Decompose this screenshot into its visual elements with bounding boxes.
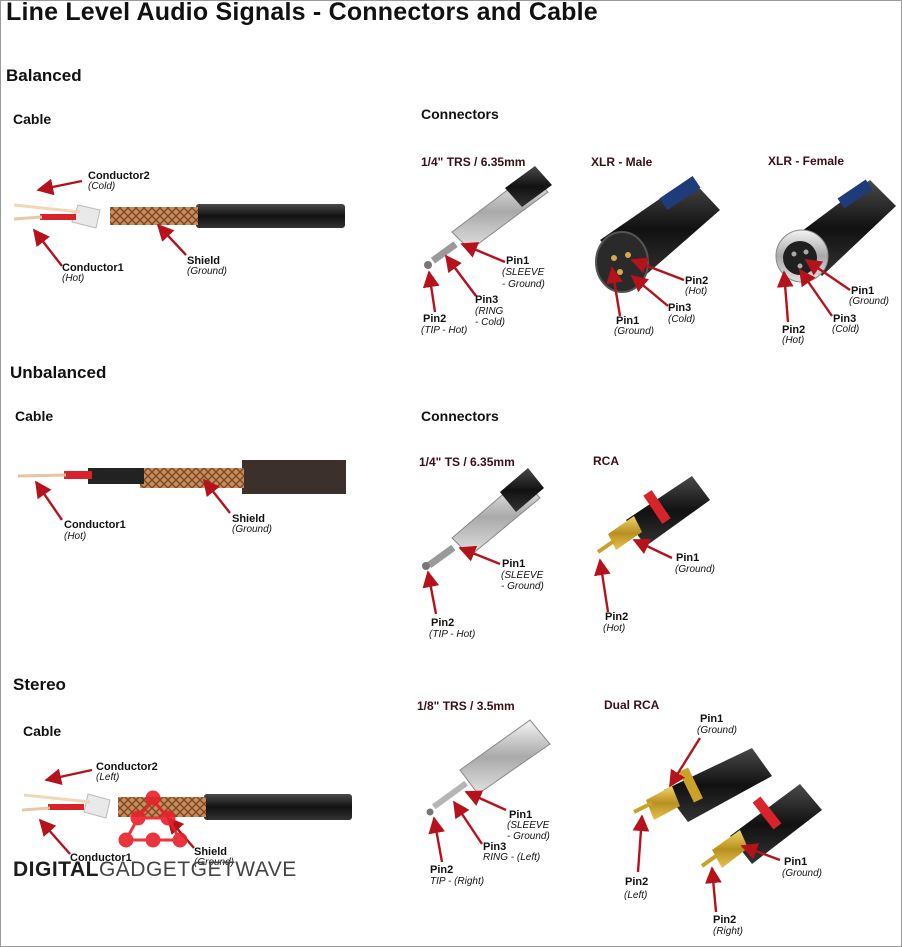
note-hot: (Hot)	[685, 286, 708, 297]
ts-635-arrows	[422, 545, 501, 615]
label-pin1: Pin1	[502, 558, 526, 570]
balanced-cable	[13, 203, 345, 229]
note-cold: (Cold)	[668, 314, 696, 325]
section-balanced: Balanced	[6, 66, 82, 85]
rca-arrows	[593, 538, 673, 613]
note-ground: (Ground)	[194, 857, 235, 868]
note-ground: (Ground)	[849, 296, 890, 307]
note-left: (Left)	[96, 772, 120, 783]
title-trs-635: 1/4" TRS / 6.35mm	[421, 155, 526, 169]
label-pin3: Pin3	[475, 294, 499, 306]
note-tip-hot: (TIP - Hot)	[421, 325, 468, 336]
ts-635-connector	[422, 468, 544, 570]
note-sleeve: (SLEEVE	[501, 570, 544, 581]
trs-635-connector	[424, 166, 552, 269]
label-pin2: Pin2	[430, 864, 454, 876]
note-hot: (Hot)	[782, 335, 805, 346]
note-ground: (Ground)	[232, 524, 273, 535]
note-tip-hot: (TIP - Hot)	[429, 629, 476, 640]
stereo-cable	[21, 793, 352, 820]
note-ring-cold: - Cold)	[475, 317, 506, 328]
label-pin1: Pin1	[700, 713, 724, 725]
label-conductor1: Conductor1	[70, 852, 132, 864]
note-sleeve-ground: - Ground)	[502, 279, 545, 290]
label-pin1: Pin1	[676, 552, 700, 564]
note-ground: (Ground)	[697, 725, 738, 736]
label-shield: Shield	[187, 255, 221, 267]
label-conductor2: Conductor2	[96, 761, 158, 773]
note-cold: (Cold)	[832, 324, 860, 335]
label-pin3: Pin3	[483, 841, 507, 853]
label-pin3: Pin3	[833, 313, 857, 325]
note-sleeve-ground: - Ground)	[501, 581, 544, 592]
note-cold: (Cold)	[88, 181, 116, 192]
label-pin1: Pin1	[784, 856, 808, 868]
title-xlr-male: XLR - Male	[591, 155, 653, 169]
label-pin2: Pin2	[605, 611, 629, 623]
label-pin2: Pin2	[782, 324, 806, 336]
label-shield: Shield	[232, 513, 266, 525]
title-trs-35: 1/8" TRS / 3.5mm	[417, 699, 515, 713]
label-pin3: Pin3	[668, 302, 692, 314]
watermark: DIGITALGADGETGETWAVE	[13, 858, 297, 882]
label-pin1: Pin1	[506, 255, 530, 267]
title-ts-635: 1/4" TS / 6.35mm	[419, 455, 515, 469]
note-ground: (Ground)	[187, 266, 228, 277]
note-ground: (Ground)	[614, 326, 655, 337]
watermark-logo-icon	[118, 790, 188, 848]
rca-connector	[596, 476, 710, 554]
xlr-male-arrows	[606, 257, 685, 317]
title-dual-rca: Dual RCA	[604, 698, 660, 712]
note-ground: (Ground)	[782, 868, 823, 879]
unbalanced-connectors-heading: Connectors	[421, 408, 499, 424]
balanced-cable-arrows	[32, 178, 187, 267]
label-conductor2: Conductor2	[88, 170, 150, 182]
note-hot: (Hot)	[64, 531, 87, 542]
note-ring: (RING	[475, 306, 504, 317]
trs-35-arrows	[428, 790, 507, 863]
trs-35-connector	[426, 719, 551, 816]
unbalanced-cable	[17, 460, 346, 494]
unbalanced-cable-arrows	[35, 478, 231, 521]
note-hot: (Hot)	[62, 273, 85, 284]
label-conductor1: Conductor1	[62, 262, 124, 274]
watermark-thin: GADGETGETWAVE	[98, 858, 297, 881]
note-sleeve: (SLEEVE	[502, 267, 545, 278]
balanced-connectors-heading: Connectors	[421, 106, 499, 122]
trs-635-arrows	[422, 242, 506, 313]
label-pin2: Pin2	[625, 876, 649, 888]
label-pin1: Pin1	[851, 285, 875, 297]
label-pin2: Pin2	[431, 617, 455, 629]
watermark-bold: DIGITAL	[13, 858, 99, 881]
dual-rca-arrows	[632, 737, 781, 913]
unbalanced-cable-heading: Cable	[15, 408, 54, 424]
note-ground: (Ground)	[675, 564, 716, 575]
note-sleeve-ground: - Ground)	[507, 831, 550, 842]
note-right: (Right)	[713, 926, 744, 937]
label-pin1: Pin1	[616, 315, 640, 327]
label-pin2: Pin2	[423, 313, 447, 325]
label-pin2: Pin2	[685, 275, 709, 287]
label-pin1: Pin1	[509, 809, 533, 821]
title-xlr-female: XLR - Female	[768, 154, 845, 168]
dual-rca-connector	[633, 748, 822, 868]
balanced-cable-heading: Cable	[13, 111, 52, 127]
note-ring-left: RING - (Left)	[483, 852, 541, 863]
note-hot: (Hot)	[603, 623, 626, 634]
xlr-female-arrows	[776, 259, 851, 323]
label-pin2: Pin2	[713, 914, 737, 926]
section-unbalanced: Unbalanced	[10, 363, 107, 382]
note-left: (Left)	[624, 890, 648, 901]
section-stereo: Stereo	[13, 675, 66, 694]
xlr-female-connector	[775, 179, 896, 283]
page-title: Line Level Audio Signals - Connectors an…	[6, 0, 598, 26]
label-shield: Shield	[194, 846, 228, 858]
stereo-cable-heading: Cable	[23, 723, 62, 739]
title-rca: RCA	[593, 454, 619, 468]
label-conductor1: Conductor1	[64, 519, 126, 531]
note-sleeve: (SLEEVE	[507, 820, 550, 831]
note-tip-right: TIP - (Right)	[430, 876, 485, 887]
